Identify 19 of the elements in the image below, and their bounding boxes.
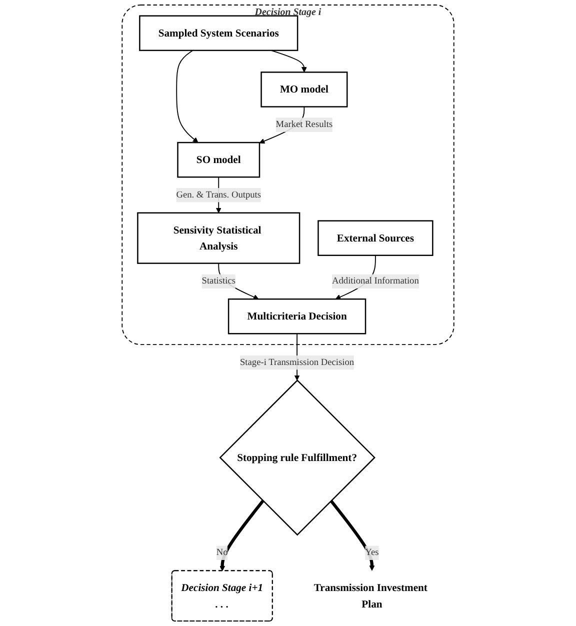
node-box: SO model — [177, 142, 260, 178]
node-box: Sampled System Scenarios — [139, 15, 298, 52]
node-text: Transmission Investment Plan — [314, 582, 428, 610]
edge-label: No — [216, 548, 228, 558]
node-box: MO model — [260, 72, 348, 108]
edge-label: Yes — [365, 548, 379, 558]
node-box: Sensivity Statistical Analysis — [137, 212, 300, 264]
arrow — [270, 50, 307, 72]
arrow — [220, 500, 264, 572]
arrow — [330, 500, 375, 571]
edge-label: Gen. & Trans. Outputs — [176, 190, 262, 200]
edge-label: Additional Information — [332, 276, 419, 286]
edge-label: Stage-i Transmission Decision — [240, 357, 354, 368]
node-box: Multicriteria Decision — [228, 298, 366, 334]
node-box: External Sources — [318, 220, 434, 256]
edge-label: Statistics — [202, 276, 236, 286]
edge-label: Market Results — [276, 120, 333, 130]
arrow — [176, 50, 198, 143]
node-diamond: Stopping rule Fulfillment? — [219, 379, 376, 536]
